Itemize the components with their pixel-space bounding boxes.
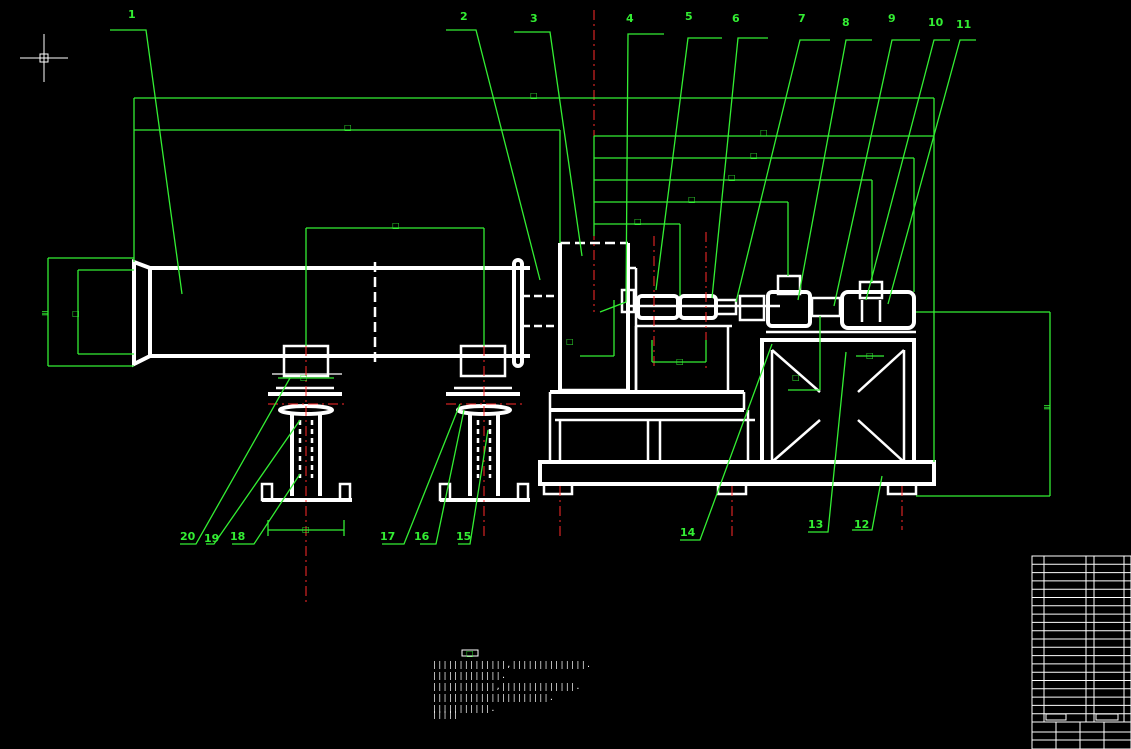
dim-bearing-span: □ [676, 357, 684, 366]
parts-list-table [1031, 555, 1131, 749]
part-label-5: 5 [685, 10, 693, 23]
part-label-14: 14 [680, 526, 696, 539]
technical-notes: □ ||||||||||||||,||||||||||||||. |||||||… [432, 649, 592, 719]
dim-outer-dia: Ⅲ [41, 310, 50, 316]
dim-coupling-offset: □ [728, 173, 736, 182]
kiln-hood [558, 241, 638, 392]
centerlines [268, 10, 903, 606]
dim-gear-offset: □ [634, 217, 642, 226]
dim-support-width: □ [302, 525, 310, 534]
note-line-3: ||||||||||||,||||||||||||||. [432, 682, 581, 691]
dim-drive-length: □ [760, 128, 768, 137]
motor-support-frame [760, 330, 916, 464]
note-line-5: |||||||||||. [432, 704, 496, 713]
part-label-2: 2 [460, 10, 468, 23]
part-label-8: 8 [842, 16, 850, 29]
notes-title: □ [466, 649, 474, 658]
kiln-barrel [132, 258, 560, 368]
dim-motor-height: □ [866, 351, 874, 360]
part-label-12: 12 [854, 518, 869, 531]
main-base-plate [538, 460, 936, 496]
part-label-7: 7 [798, 12, 806, 25]
drive-shaft-and-couplings [620, 274, 916, 330]
note-line-2: |||||||||||||. [432, 671, 506, 680]
part-label-16: 16 [414, 530, 430, 543]
dim-support-spacing: □ [392, 221, 400, 230]
dim-reducer-offset: □ [688, 195, 696, 204]
part-label-1: 1 [128, 8, 136, 21]
part-label-17: 17 [380, 530, 395, 543]
part-label-11: 11 [956, 18, 971, 31]
dim-hood-offset: □ [566, 337, 574, 346]
dim-roller-width: □ [300, 373, 308, 382]
part-label-18: 18 [230, 530, 245, 543]
note-line-1: ||||||||||||||,||||||||||||||. [432, 660, 592, 669]
dim-reducer-height: □ [792, 373, 800, 382]
dim-motor-offset: □ [750, 151, 758, 160]
dimension-lines [47, 97, 1051, 536]
part-label-15: 15 [456, 530, 471, 543]
drive-base-frame [548, 324, 755, 462]
part-label-19: 19 [204, 532, 219, 545]
leader-lines [110, 29, 976, 545]
support-station-right [438, 344, 530, 502]
dimension-values: □ □ □ □ □ □ □ □ □ □ □ □ □ □ □ Ⅲ Ⅲ [41, 91, 1052, 534]
dim-kiln-length: □ [344, 123, 352, 132]
part-label-4: 4 [626, 12, 634, 25]
dim-inner-dia: □ [72, 309, 80, 318]
support-station-left [260, 344, 352, 502]
note-line-6: ||||| [432, 710, 459, 719]
crosshair-cursor-icon [20, 34, 68, 82]
part-label-3: 3 [530, 12, 538, 25]
part-label-13: 13 [808, 518, 823, 531]
part-label-10: 10 [928, 16, 944, 29]
note-line-4: ||||||||||||||||||||||. [432, 693, 554, 702]
part-numbers: 1 2 3 4 5 6 7 8 9 10 11 12 13 14 15 16 1… [128, 8, 971, 545]
part-label-20: 20 [180, 530, 196, 543]
dim-overall-height: Ⅲ [1043, 404, 1052, 410]
dim-overall-length: □ [530, 91, 538, 100]
part-label-6: 6 [732, 12, 740, 25]
part-label-9: 9 [888, 12, 896, 25]
